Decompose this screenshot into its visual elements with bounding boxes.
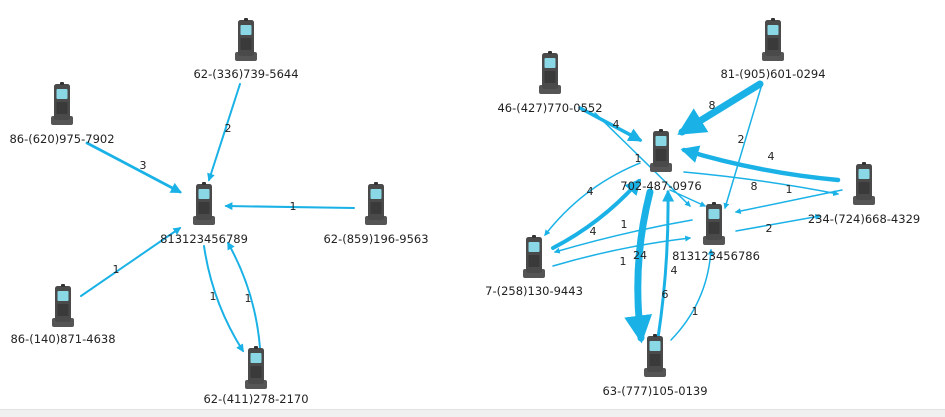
edge-a2-a1: [207, 83, 241, 182]
edge-b5-b4: [735, 213, 822, 232]
phone-icon: [762, 18, 784, 61]
edge-weight-label: 4: [671, 264, 678, 277]
phone-number-label: 62-(859)196-9563: [323, 232, 428, 246]
phone-number-label: 63-(777)105-0139: [602, 384, 707, 398]
phone-number-label: 62-(336)739-5644: [193, 67, 298, 81]
edge-b3-b5: [723, 83, 763, 210]
edge-weight-label: 1: [210, 290, 217, 303]
phone-icon: [235, 18, 257, 61]
phone-node[interactable]: 702-487-0976: [620, 129, 702, 193]
edge-b1-b5: [669, 189, 707, 207]
phone-node[interactable]: 63-(777)105-0139: [602, 334, 708, 398]
edge-a4-a1: [224, 202, 355, 211]
edge-weight-label: 3: [140, 159, 147, 172]
edge-b4-b5: [734, 189, 843, 214]
edge-b6-b5: [552, 235, 692, 267]
phone-icon: [644, 334, 666, 377]
phone-number-label: 234-(724)668-4329: [808, 212, 920, 226]
edge-weight-label: 4: [590, 225, 597, 238]
phone-number-label: 7-(258)130-9443: [485, 284, 583, 298]
edge-weight-label: 1: [290, 200, 297, 213]
phone-node[interactable]: 234-(724)668-4329: [808, 162, 920, 226]
phone-icon: [523, 235, 545, 278]
edge-a1-a6: [203, 245, 244, 353]
phone-node[interactable]: 62-(411)278-2170: [203, 346, 309, 406]
edge-b7-b1: [656, 189, 675, 340]
edge-b1-b7: [624, 188, 654, 344]
edge-weight-label: 4: [613, 118, 620, 131]
phone-number-label: 86-(620)975-7902: [9, 132, 114, 146]
phone-number-label: 81-(905)601-0294: [720, 67, 825, 81]
phone-icon: [853, 162, 875, 205]
phone-icon: [703, 202, 725, 245]
phone-icon: [52, 284, 74, 327]
phone-number-label: 62-(411)278-2170: [203, 392, 308, 406]
phone-node[interactable]: 86-(140)871-4638: [10, 284, 116, 346]
phone-node[interactable]: 813123456789: [160, 182, 248, 246]
phone-node[interactable]: 86-(620)975-7902: [9, 82, 115, 146]
phone-node[interactable]: 81-(905)601-0294: [720, 18, 826, 81]
phone-node[interactable]: 62-(859)196-9563: [323, 182, 429, 246]
edge-b6-b1: [551, 178, 642, 250]
phone-number-label: 702-487-0976: [620, 179, 701, 193]
edge-b4-b1: [680, 145, 841, 183]
phone-number-label: 813123456789: [160, 232, 248, 246]
phone-icon: [51, 82, 73, 125]
edge-weight-label: 1: [786, 183, 793, 196]
edge-b1-b6: [544, 162, 641, 236]
edge-b2-b1: [578, 106, 643, 142]
phone-icon: [245, 346, 267, 389]
edge-b1-b4: [683, 171, 840, 197]
edge-weight-label: 2: [766, 222, 773, 235]
edge-weight-label: 4: [768, 150, 775, 163]
edge-b5-b6: [553, 219, 693, 254]
edges-layer: [80, 80, 843, 353]
phone-number-label: 46-(427)770-0552: [497, 101, 602, 115]
edge-b3-b1: [677, 80, 764, 136]
phone-node[interactable]: 62-(336)739-5644: [193, 18, 299, 81]
phone-icon: [365, 182, 387, 225]
phone-number-label: 86-(140)871-4638: [10, 332, 115, 346]
edge-weight-label: 6: [662, 288, 669, 301]
phone-node[interactable]: 46-(427)770-0552: [497, 51, 603, 115]
edge-a6-a1: [227, 241, 261, 349]
phone-node[interactable]: 813123456786: [672, 202, 760, 263]
edge-weight-label: 8: [751, 180, 758, 193]
edge-a3-a1: [85, 141, 182, 194]
phone-icon: [539, 51, 561, 94]
edge-weight-label: 2: [738, 133, 745, 146]
edge-weight-label: 24: [633, 249, 647, 262]
phone-node[interactable]: 7-(258)130-9443: [485, 235, 583, 298]
edge-weight-label: 1: [113, 263, 120, 276]
edge-weight-label: 1: [245, 292, 252, 305]
phone-number-label: 813123456786: [672, 249, 760, 263]
edge-weight-label: 2: [225, 122, 232, 135]
edge-b2-b5: [594, 112, 691, 207]
phone-icon: [193, 182, 215, 225]
edge-b7-b5: [670, 248, 714, 341]
edge-weight-label: 1: [635, 152, 642, 165]
edge-weight-label: 1: [692, 305, 699, 318]
edge-a5-a1: [80, 227, 182, 297]
bottom-divider: [0, 409, 945, 417]
edge-weight-label: 1: [621, 218, 628, 231]
phone-icon: [650, 129, 672, 172]
edge-weight-label: 4: [587, 185, 594, 198]
edge-weight-label: 8: [709, 99, 716, 112]
nodes-layer: 813123456789 62-(336)739-5644 86-(620)975-…: [9, 18, 920, 406]
edge-weight-label: 1: [620, 255, 627, 268]
